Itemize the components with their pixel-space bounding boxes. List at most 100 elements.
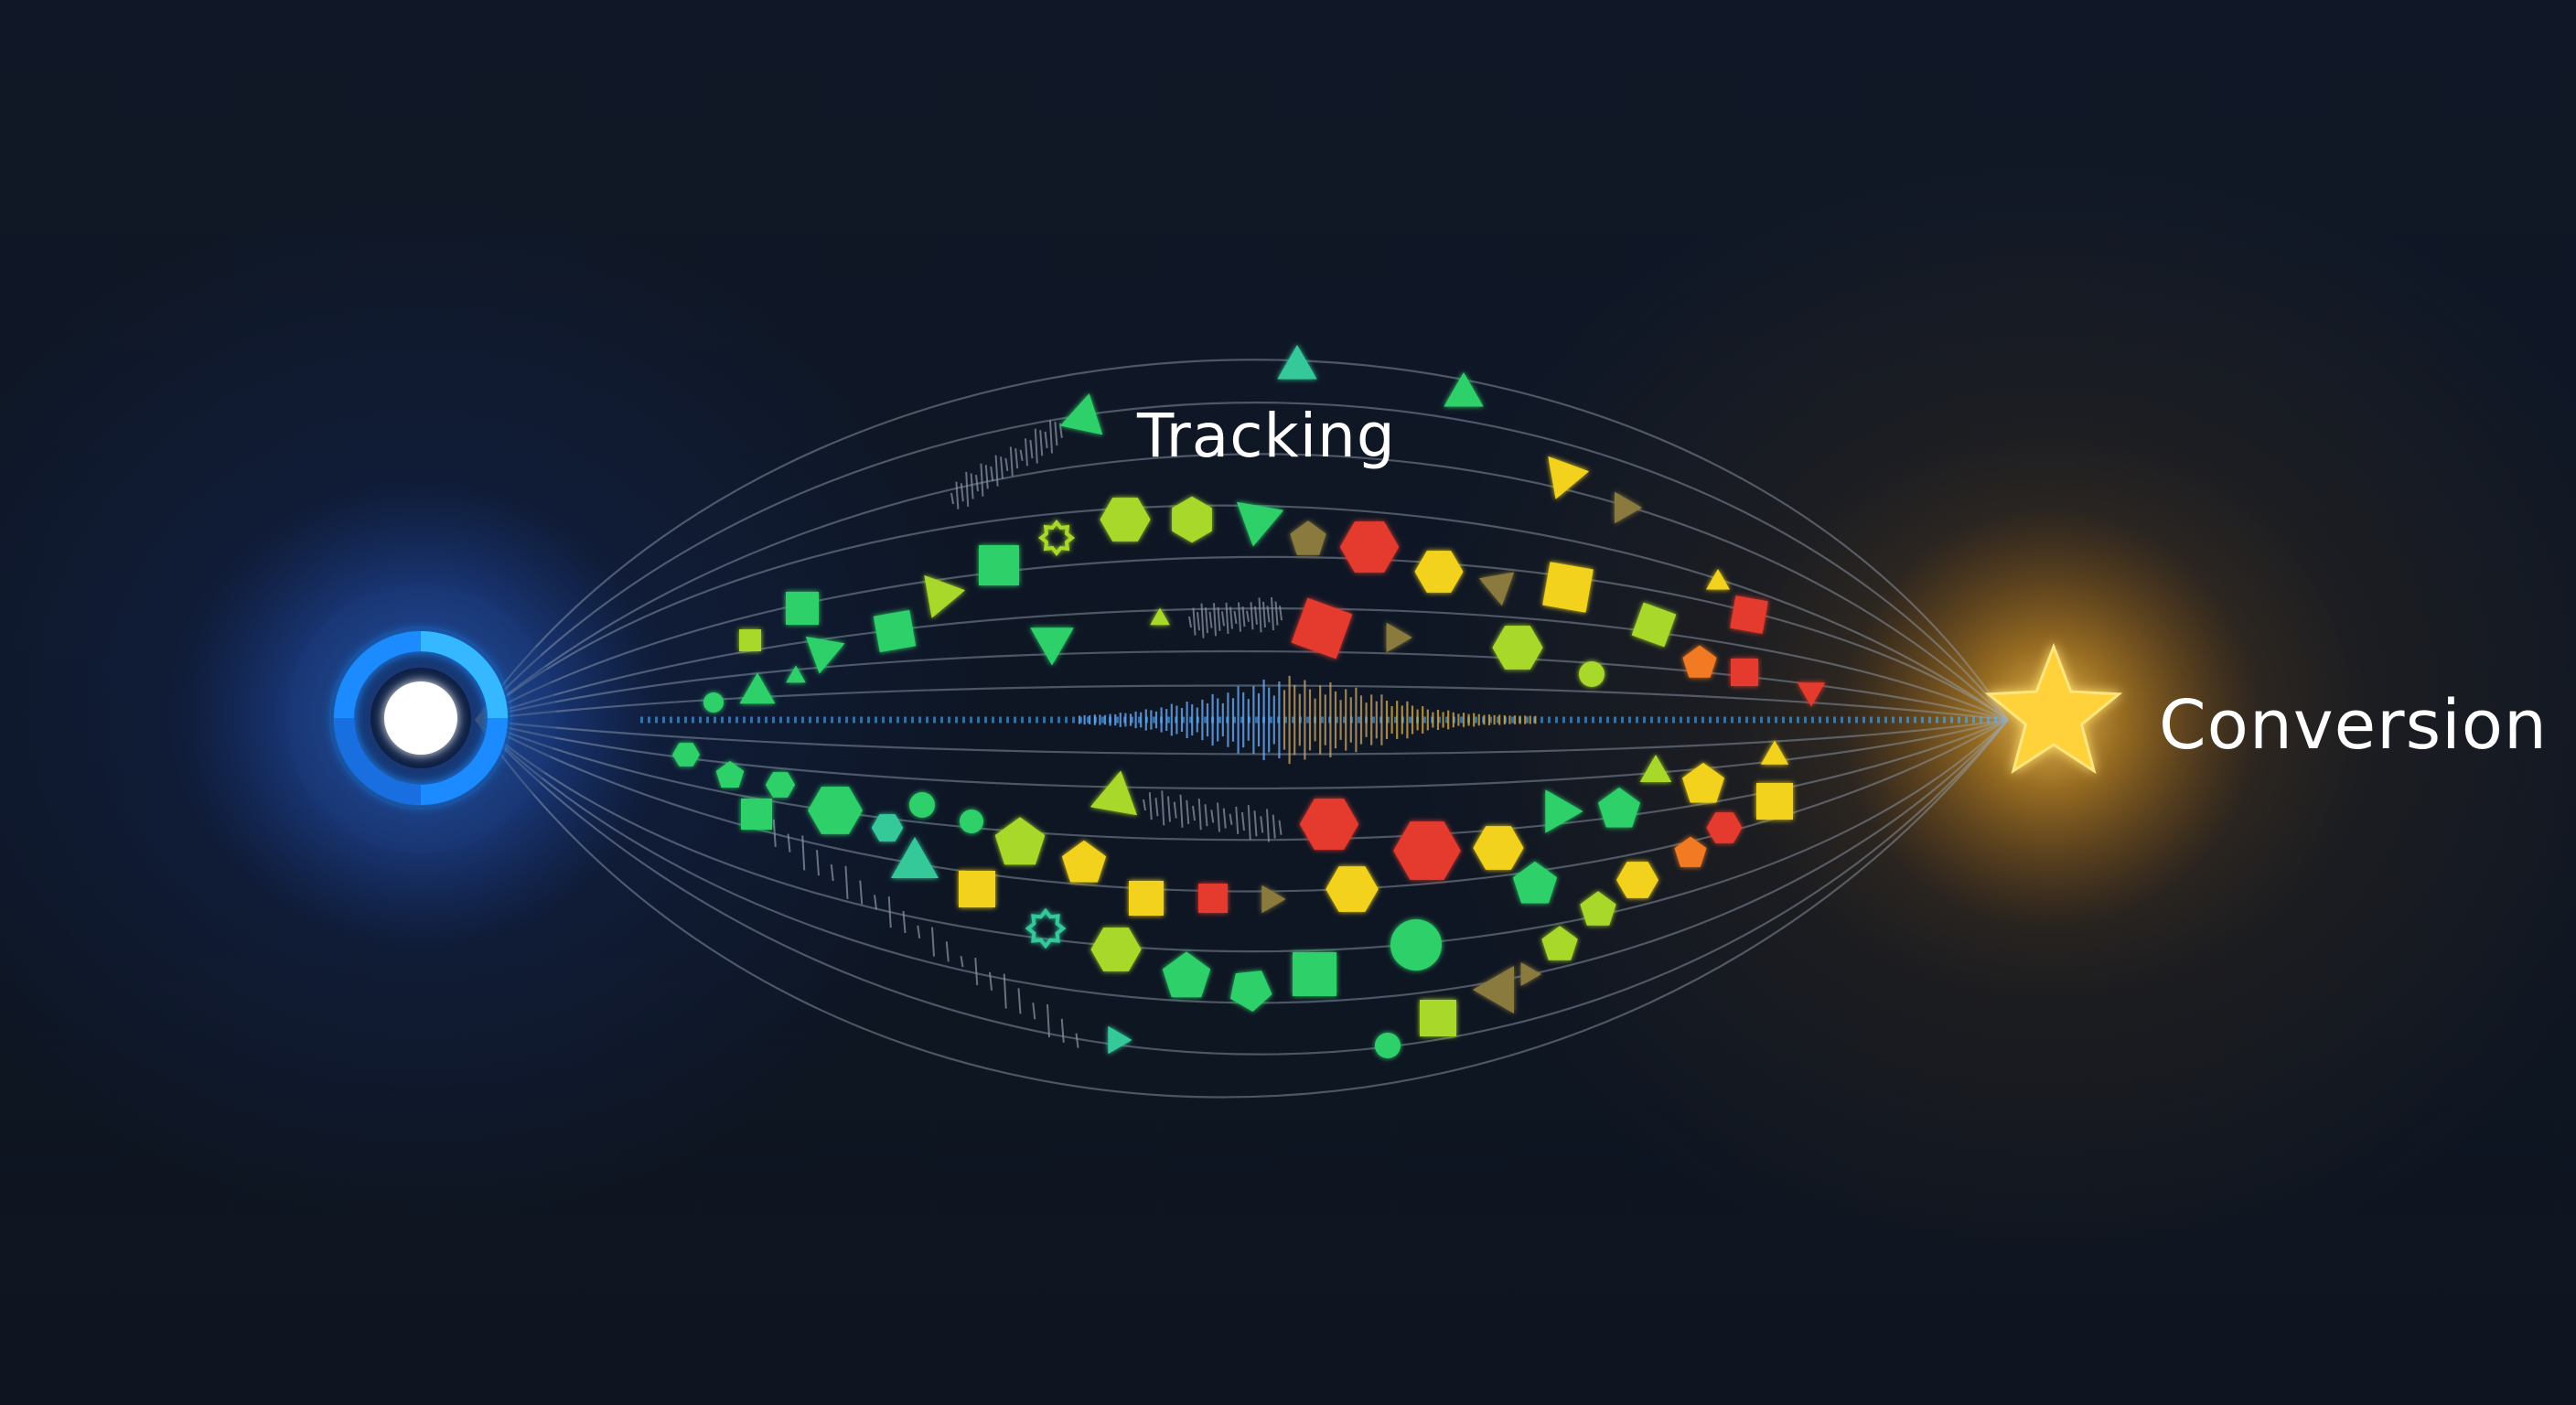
square-marker [1542, 562, 1594, 613]
triangle-marker [1473, 966, 1514, 1014]
tick-mark [787, 833, 791, 853]
pentagon-marker [1580, 891, 1616, 926]
triangle-marker [1615, 491, 1642, 524]
pentagon-marker [1162, 951, 1211, 998]
tick-mark [970, 473, 974, 499]
square-marker [1291, 597, 1353, 660]
flow-path [475, 607, 2009, 722]
tick-mark [1200, 603, 1205, 638]
tick-mark [960, 956, 964, 968]
tick-mark [1213, 603, 1217, 637]
circle-marker [1375, 1033, 1401, 1058]
hexagon-marker [1100, 498, 1151, 542]
tick-mark [1044, 431, 1048, 448]
triangle-marker [1108, 1025, 1132, 1055]
tick-mark [1272, 814, 1276, 839]
tick-mark [1167, 796, 1171, 822]
tick-mark [1225, 602, 1229, 635]
triangle-marker [1760, 740, 1789, 765]
tick-mark [1179, 794, 1184, 828]
triangle-marker [1545, 789, 1583, 833]
tick-mark [1025, 438, 1028, 467]
tick-mark [1143, 799, 1146, 811]
tick-mark [1217, 802, 1220, 832]
pentagon-marker [1541, 926, 1578, 960]
signal-waveform [1078, 675, 1537, 765]
tick-mark [974, 957, 979, 986]
tick-mark [1014, 448, 1019, 469]
tick-mark [1221, 611, 1225, 627]
triangle-marker [805, 636, 845, 674]
tick-mark [955, 481, 960, 509]
tick-mark [859, 880, 864, 905]
square-marker [1129, 881, 1164, 916]
tick-mark [1161, 790, 1165, 826]
pentagon-marker [1674, 836, 1707, 867]
tick-mark [1192, 607, 1197, 636]
triangle-marker [1277, 345, 1317, 380]
tick-mark [1246, 610, 1250, 622]
tick-mark [1075, 1033, 1079, 1048]
triangle-marker [1797, 682, 1826, 707]
flow-path [475, 684, 2009, 722]
gear-marker [1037, 519, 1076, 557]
flow-path [475, 453, 2009, 721]
flow-path [475, 719, 2009, 953]
tick-mark [844, 865, 849, 899]
pentagon-marker [1061, 840, 1107, 883]
hexagon-marker [1393, 821, 1461, 880]
tick-mark [1197, 612, 1200, 631]
triangle-marker [1548, 456, 1590, 499]
triangle-marker [1030, 627, 1074, 666]
pentagon-marker [994, 817, 1046, 865]
tick-mark [1000, 456, 1004, 479]
triangle-marker [924, 574, 966, 618]
hexagon-marker [808, 787, 863, 834]
tick-mark [945, 941, 950, 962]
tick-mark [1274, 601, 1279, 626]
path-tick-marks [758, 420, 1283, 1048]
flow-path [475, 555, 2009, 721]
tick-mark [1017, 988, 1022, 1014]
tick-mark [1253, 810, 1258, 837]
tick-mark [801, 835, 806, 871]
square-marker [1731, 659, 1758, 686]
hexagon-marker [1706, 812, 1743, 843]
circle-marker [703, 692, 724, 713]
tick-mark [931, 927, 935, 957]
square-marker [741, 799, 772, 830]
triangle-marker [1706, 569, 1730, 590]
event-shapes [672, 345, 1826, 1058]
hexagon-marker [1616, 862, 1658, 898]
tick-mark [1210, 810, 1215, 823]
tick-mark [1241, 811, 1245, 831]
triangle-marker [739, 672, 776, 704]
pentagon-marker [1682, 762, 1724, 803]
circle-marker [1390, 919, 1442, 971]
triangle-marker [1444, 372, 1484, 407]
square-marker [979, 545, 1019, 585]
target-ring-icon [285, 583, 556, 853]
square-marker [873, 609, 917, 653]
tick-mark [975, 475, 979, 492]
flow-path [475, 402, 2009, 721]
square-marker [959, 871, 995, 907]
triangle-marker [1520, 962, 1541, 986]
tick-mark [1247, 805, 1251, 841]
flow-path [475, 718, 2009, 756]
pentagon-marker [1512, 861, 1558, 904]
tick-mark [830, 863, 834, 882]
tick-mark [1233, 610, 1238, 625]
tick-mark [1009, 446, 1014, 477]
flow-path [475, 718, 2009, 842]
tick-mark [1186, 799, 1190, 824]
tick-mark [1266, 606, 1271, 623]
conversion-label: Conversion [2159, 686, 2548, 765]
tick-mark [1250, 602, 1254, 630]
tick-mark [1034, 428, 1038, 464]
tick-mark [902, 910, 907, 934]
triangle-marker [891, 837, 939, 878]
tick-mark [1262, 601, 1266, 627]
gear-marker [1025, 907, 1067, 949]
